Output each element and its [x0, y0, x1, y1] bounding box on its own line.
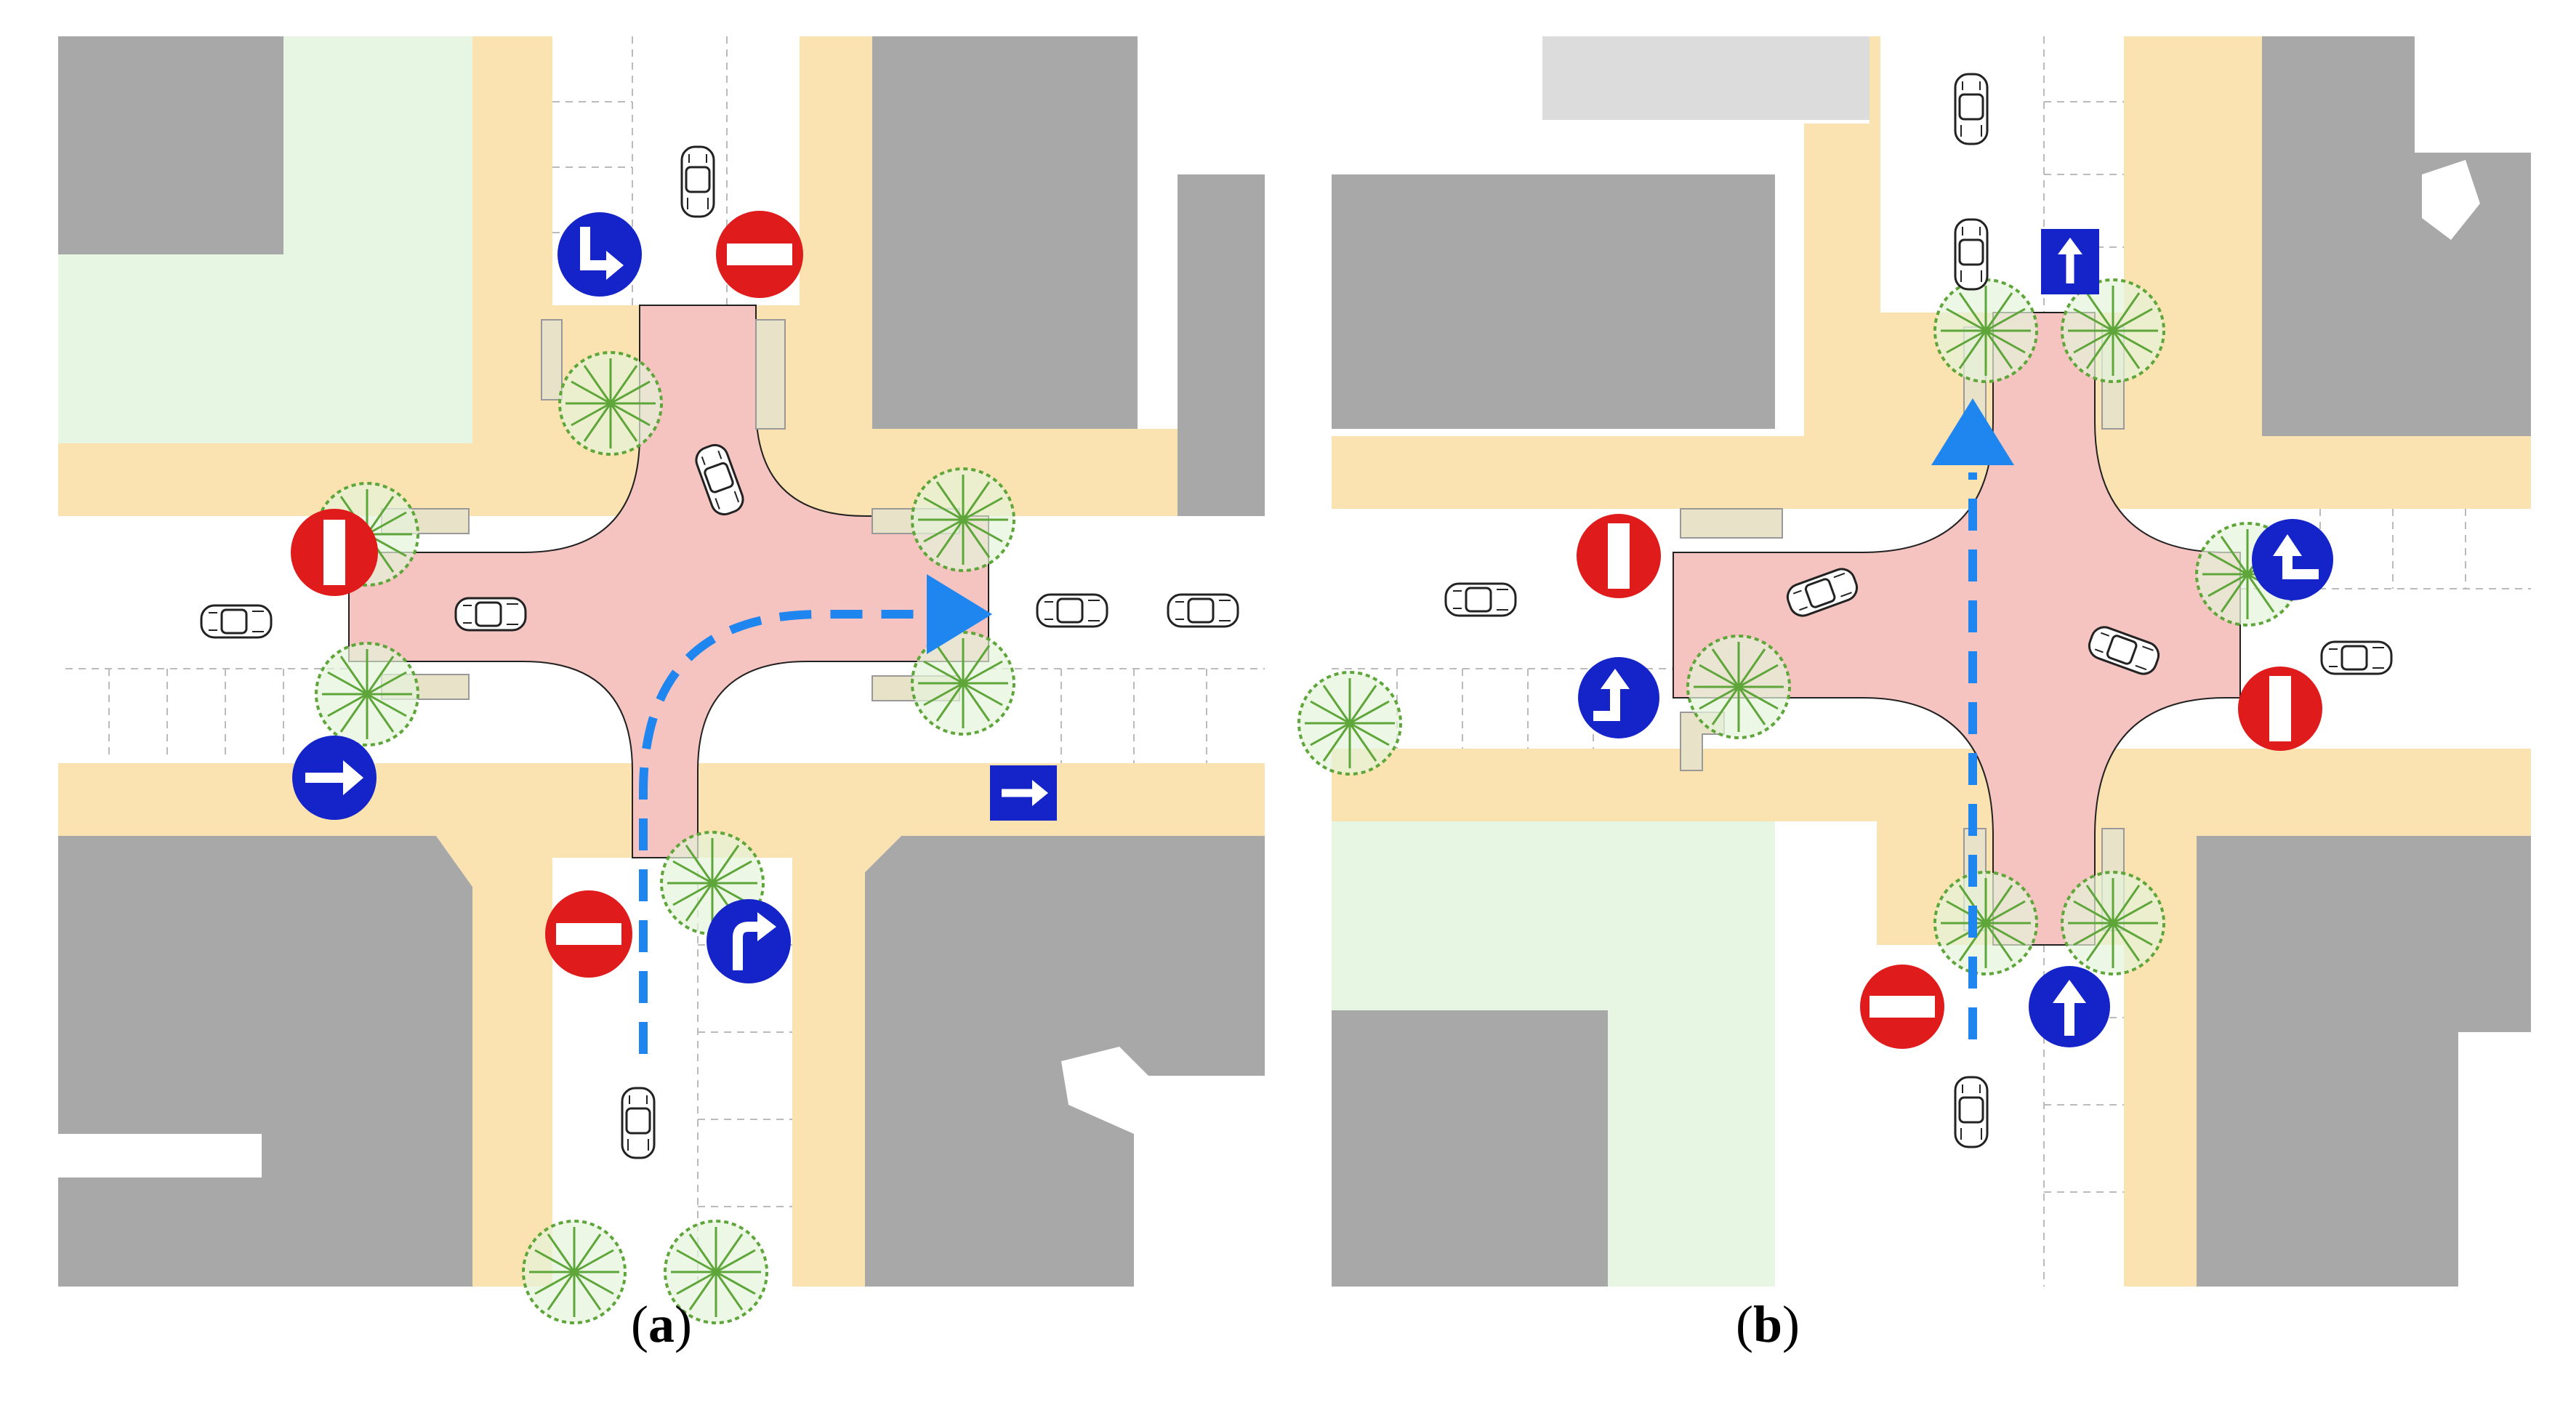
- building: [1332, 1010, 1608, 1287]
- road-east: [989, 516, 1265, 763]
- turn-right-ahead-sign: [707, 899, 791, 983]
- no-entry-sign: [2238, 667, 2322, 751]
- panel-a: (a): [58, 36, 1265, 1353]
- intersection-diagram-b: [1297, 36, 2531, 1287]
- car: [1036, 593, 1108, 628]
- tree: [1297, 671, 1402, 776]
- no-entry-sign: [291, 509, 378, 596]
- no-entry-sign: [1860, 965, 1944, 1049]
- building: [58, 36, 283, 254]
- tree: [911, 467, 1015, 572]
- route-arrow-right-turn: [639, 610, 923, 1054]
- building: [1542, 36, 1877, 120]
- building: [2197, 836, 2531, 1287]
- no-entry-sign: [716, 211, 803, 298]
- planter: [755, 319, 786, 430]
- tree: [2061, 871, 2165, 975]
- intersection-diagram-a: [58, 36, 1265, 1324]
- car: [1954, 218, 1989, 291]
- building: [872, 36, 1138, 429]
- planter: [1680, 508, 1783, 539]
- turn-right-later-sign: [558, 212, 642, 297]
- building: [1178, 174, 1265, 516]
- turn-left-later-sign: [2252, 519, 2333, 600]
- tree: [2061, 278, 2165, 383]
- sidewalk: [58, 763, 1265, 1287]
- proceed-right-sign: [292, 736, 377, 820]
- tree: [315, 642, 419, 746]
- one-way-ahead-sign: [2041, 229, 2099, 294]
- turn-right-later-sign: [1578, 657, 1659, 738]
- one-way-right-sign: [990, 765, 1057, 821]
- building: [58, 836, 472, 1287]
- car: [1954, 73, 1989, 145]
- car: [1444, 582, 1517, 617]
- car: [1954, 1076, 1989, 1148]
- planter: [541, 319, 563, 400]
- tree: [1933, 871, 2038, 975]
- tree: [1686, 635, 1791, 739]
- no-entry-sign: [545, 890, 632, 978]
- tree: [1933, 278, 2038, 383]
- car: [680, 145, 715, 218]
- route-arrowhead: [1931, 398, 2014, 465]
- car: [200, 604, 273, 639]
- building: [1332, 174, 1775, 429]
- panel-label-a: (a): [631, 1295, 692, 1353]
- ahead-only-sign: [2029, 966, 2110, 1047]
- car: [1167, 593, 1239, 628]
- panel-b: (b): [1288, 0, 2576, 1413]
- car: [621, 1087, 656, 1159]
- panel-label-b: (b): [1735, 1295, 1800, 1353]
- tree: [558, 351, 663, 456]
- no-entry-sign: [1577, 514, 1661, 598]
- car: [454, 597, 527, 632]
- route-arrowhead: [927, 574, 992, 654]
- car: [2320, 640, 2393, 675]
- building: [2197, 36, 2531, 436]
